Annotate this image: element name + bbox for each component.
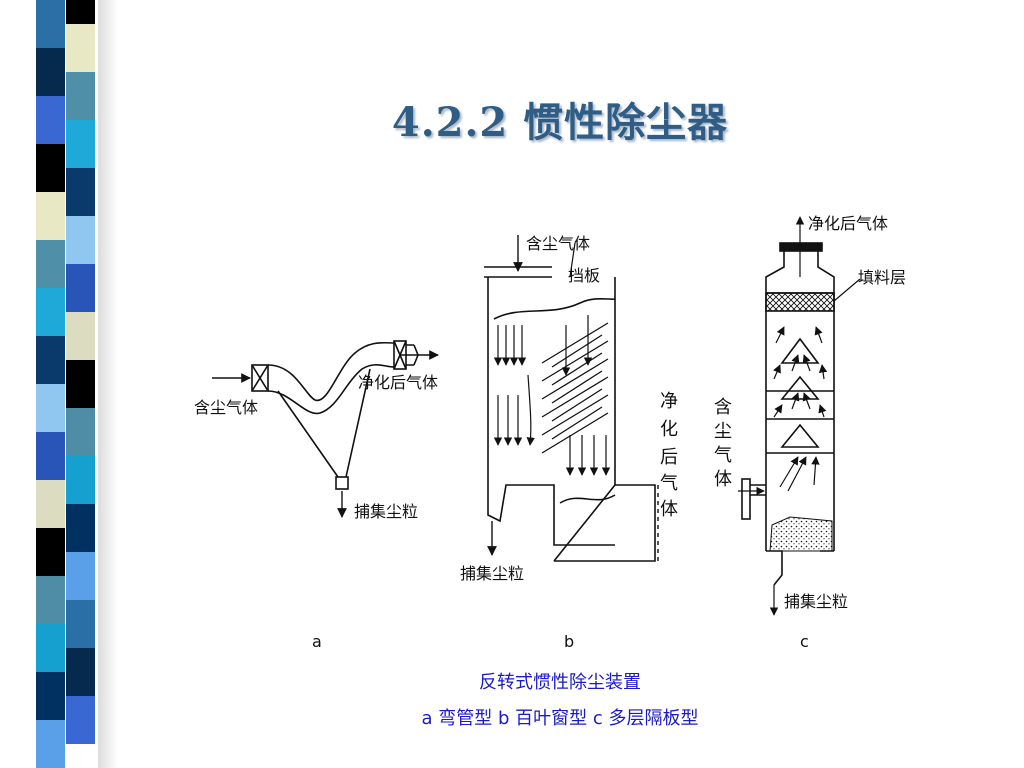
svg-text:气: 气 xyxy=(660,473,678,494)
diagram-b-letter: b xyxy=(564,632,574,651)
stripe-block xyxy=(66,648,95,696)
diagram-c-letter: c xyxy=(800,632,809,651)
diagram-c-flow-arrows xyxy=(738,216,828,616)
diagram-c-outlet-label: 净化后气体 xyxy=(808,214,888,233)
stripe-block xyxy=(66,264,95,312)
diagram-a-inlet-label: 含尘气体 xyxy=(194,398,258,417)
stripe-block xyxy=(36,48,65,96)
diagram-b-arrows xyxy=(487,235,523,556)
stripe-block xyxy=(66,504,95,552)
stripe-block xyxy=(36,720,65,768)
stripe-block xyxy=(36,288,65,336)
stripe-block xyxy=(66,600,95,648)
stripe-block xyxy=(36,144,65,192)
stripe-block xyxy=(66,168,95,216)
svg-text:后: 后 xyxy=(660,447,678,468)
diagram-a-outlet-label: 净化后气体 xyxy=(358,373,438,392)
stripe-block xyxy=(36,576,65,624)
stripe-block xyxy=(66,360,95,408)
stripe-column-left xyxy=(36,0,65,768)
diagram-b-flow-arrows xyxy=(493,315,611,476)
svg-text:体: 体 xyxy=(714,469,732,490)
svg-text:气: 气 xyxy=(714,445,732,466)
stripe-block xyxy=(66,456,95,504)
diagram-a-bent-pipe xyxy=(251,340,419,490)
diagram-a-arrows xyxy=(212,350,439,518)
stripe-block xyxy=(66,120,95,168)
svg-text:净: 净 xyxy=(660,391,678,412)
stripe-block xyxy=(36,624,65,672)
stripe-block xyxy=(66,312,95,360)
diagram-c-packing-pointer xyxy=(833,278,861,302)
diagram-c-dust-label: 捕集尘粒 xyxy=(784,592,848,611)
diagram-a-dust-label: 捕集尘粒 xyxy=(354,502,418,521)
diagram-c-packing-label: 填料层 xyxy=(858,268,906,287)
svg-text:含: 含 xyxy=(714,397,732,418)
stripe-block xyxy=(36,432,65,480)
stripe-block xyxy=(36,240,65,288)
stripe-block xyxy=(36,336,65,384)
figure-caption-legend: a 弯管型 b 百叶窗型 c 多层隔板型 xyxy=(421,708,699,729)
stripe-block xyxy=(36,528,65,576)
svg-text:尘: 尘 xyxy=(714,421,732,442)
stripe-block xyxy=(36,672,65,720)
diagram-b-dust-label: 捕集尘粒 xyxy=(460,564,524,583)
diagram-b-baffles xyxy=(541,322,609,454)
diagram-b-inlet-label: 含尘气体 xyxy=(526,234,590,253)
diagram-b-outlet-label-vertical: 净 化 后 气 体 xyxy=(660,391,678,520)
slide-title: 4.2.2 惯性除尘器 xyxy=(391,99,729,146)
stripe-block xyxy=(36,384,65,432)
stripe-block xyxy=(36,192,65,240)
stripe-block xyxy=(66,0,95,24)
stripe-block xyxy=(36,0,65,48)
stripe-block xyxy=(66,696,95,744)
stripe-block xyxy=(36,96,65,144)
diagram-b-louver xyxy=(484,266,656,562)
decorative-stripe-bar xyxy=(0,0,118,768)
diagram-b-baffle-label: 挡板 xyxy=(568,266,600,285)
diagram-c-inlet-label-vertical: 含 尘 气 体 xyxy=(714,397,732,490)
figure-caption-title: 反转式惯性除尘装置 xyxy=(479,672,641,693)
diagram-b-baffle-pointer xyxy=(569,242,576,278)
inertial-dust-collector-diagram: 含尘气体 净化后气体 捕集尘粒 a 含尘气体 挡板 净 化 后 气 体 捕集尘粒 xyxy=(194,214,906,651)
stripe-block xyxy=(66,24,95,72)
svg-text:化: 化 xyxy=(660,419,678,440)
stripe-block xyxy=(36,480,65,528)
stripe-column-right xyxy=(66,0,95,768)
svg-text:体: 体 xyxy=(660,499,678,520)
stripe-block xyxy=(66,408,95,456)
stripe-block xyxy=(66,552,95,600)
stripe-block xyxy=(66,216,95,264)
diagram-a-letter: a xyxy=(312,632,322,651)
stripe-block xyxy=(66,72,95,120)
